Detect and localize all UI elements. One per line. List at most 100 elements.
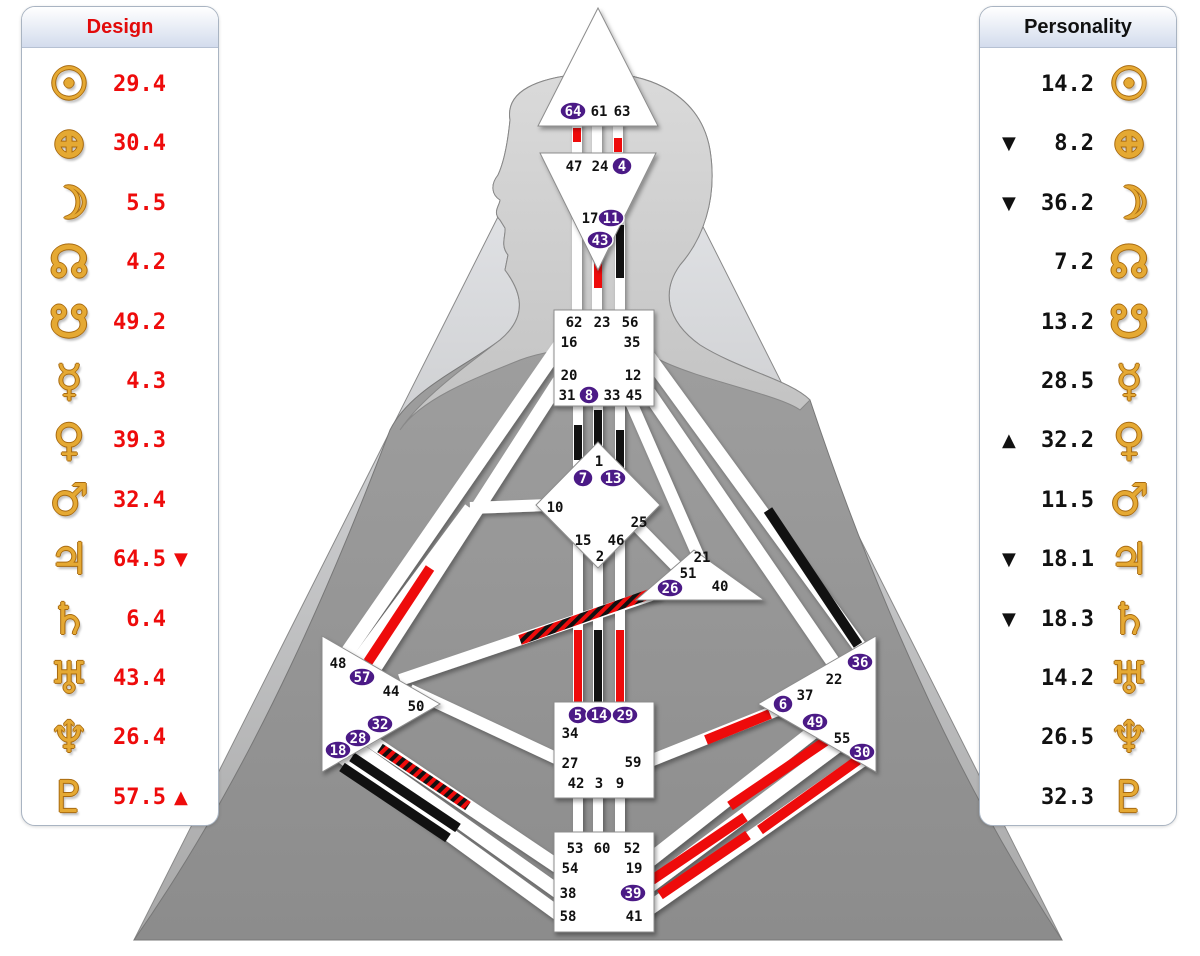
gate-55: 55 bbox=[834, 731, 851, 747]
personality-value: 11.5 bbox=[1041, 487, 1094, 513]
jupiter-icon: ♃ bbox=[1109, 534, 1149, 586]
personality-row: ♇32.3 bbox=[980, 772, 1176, 824]
gate-23-label: 23 bbox=[594, 315, 611, 331]
gate-58-label: 58 bbox=[560, 909, 577, 925]
gate-26-marker bbox=[656, 578, 684, 598]
gate-8: 8 bbox=[578, 385, 600, 405]
personality-value: 36.2 bbox=[1041, 190, 1094, 216]
personality-value: 8.2 bbox=[1054, 131, 1094, 157]
gate-53: 53 bbox=[567, 841, 584, 857]
design-panel: Design ☉29.4⊕30.4☽5.5☊4.2☋49.2☿4.3♀39.3♂… bbox=[21, 6, 219, 826]
personality-value: 7.2 bbox=[1054, 250, 1094, 276]
gate-41-label: 41 bbox=[626, 909, 643, 925]
gate-32-marker bbox=[366, 714, 394, 734]
gate-41: 41 bbox=[626, 909, 643, 925]
gate-54-label: 54 bbox=[562, 861, 579, 877]
personality-value: 14.2 bbox=[1041, 666, 1094, 691]
design-row: ☊4.2 bbox=[22, 237, 218, 289]
personality-value: 26.5 bbox=[1041, 725, 1094, 751]
gate-23: 23 bbox=[594, 315, 611, 331]
south-node-icon: ☋ bbox=[49, 296, 89, 348]
gate-35-label: 35 bbox=[624, 335, 641, 351]
personality-row: ♂11.5 bbox=[980, 475, 1176, 527]
personality-row: ☊7.2 bbox=[980, 237, 1176, 289]
saturn-icon: ♄ bbox=[49, 593, 89, 645]
design-value: 32.4 bbox=[113, 487, 166, 513]
gate-12-label: 12 bbox=[625, 368, 642, 384]
gate-2-label: 2 bbox=[596, 549, 604, 565]
uranus-icon: ♅ bbox=[1109, 653, 1149, 704]
gate-29: 29 bbox=[611, 705, 639, 725]
gate-4-label: 4 bbox=[618, 159, 626, 175]
design-row: ♄6.4 bbox=[22, 594, 218, 646]
gate-9: 9 bbox=[616, 776, 624, 792]
design-row: ☿4.3 bbox=[22, 356, 218, 408]
gate-62-label: 62 bbox=[566, 315, 583, 331]
gate-40: 40 bbox=[712, 579, 729, 595]
design-value: 64.5 bbox=[113, 547, 166, 573]
venus-icon: ♀ bbox=[1112, 415, 1146, 467]
personality-value: 14.2 bbox=[1041, 72, 1094, 97]
personality-row: ♆26.5 bbox=[980, 712, 1176, 764]
gate-34: 34 bbox=[562, 726, 579, 742]
gate-5: 5 bbox=[567, 705, 589, 725]
gate-50-label: 50 bbox=[408, 699, 425, 715]
design-row: ♇57.5▲ bbox=[22, 772, 218, 824]
gate-21-label: 21 bbox=[694, 550, 711, 566]
gate-6-marker bbox=[772, 694, 794, 714]
gate-64-marker bbox=[559, 101, 587, 121]
gate-25-label: 25 bbox=[631, 515, 648, 531]
gate-64: 64 bbox=[559, 101, 587, 121]
design-row: ♂32.4 bbox=[22, 475, 218, 527]
design-row: ☉29.4 bbox=[22, 59, 218, 111]
gate-13: 13 bbox=[599, 468, 627, 488]
gate-10: 10 bbox=[547, 500, 564, 516]
gate-17: 17 bbox=[582, 211, 599, 227]
gate-8-marker bbox=[578, 385, 600, 405]
design-value: 49.2 bbox=[113, 309, 166, 335]
personality-row: ☿28.5 bbox=[980, 356, 1176, 408]
gate-59: 59 bbox=[625, 755, 642, 771]
moon-icon: ☽ bbox=[49, 177, 89, 229]
gate-5-label: 5 bbox=[574, 708, 582, 724]
gate-58: 58 bbox=[560, 909, 577, 925]
direction-arrow-icon: ▼ bbox=[174, 549, 188, 571]
gate-49-marker bbox=[801, 712, 829, 732]
gate-45-label: 45 bbox=[626, 388, 643, 404]
personality-value: 32.2 bbox=[1041, 428, 1094, 454]
gate-62: 62 bbox=[566, 315, 583, 331]
gate-26: 26 bbox=[656, 578, 684, 598]
personality-value: 18.3 bbox=[1041, 606, 1094, 632]
gate-36-marker bbox=[846, 652, 874, 672]
gate-34-label: 34 bbox=[562, 726, 579, 742]
gate-21: 21 bbox=[694, 550, 711, 566]
gate-38: 38 bbox=[560, 886, 577, 902]
gate-10-label: 10 bbox=[547, 500, 564, 516]
gate-51: 51 bbox=[680, 566, 697, 582]
gate-15: 15 bbox=[575, 533, 592, 549]
gate-52: 52 bbox=[624, 841, 641, 857]
personality-panel: Personality ☉14.2⊕8.2▼☽36.2▼☊7.2☋13.2☿28… bbox=[979, 6, 1177, 826]
gate-43-marker bbox=[586, 230, 614, 250]
gate-30-label: 30 bbox=[854, 745, 871, 761]
gate-15-label: 15 bbox=[575, 533, 592, 549]
gate-39: 39 bbox=[619, 883, 647, 903]
gate-52-label: 52 bbox=[624, 841, 641, 857]
design-row: ♃64.5▼ bbox=[22, 534, 218, 586]
design-value: 26.4 bbox=[113, 725, 166, 751]
centers bbox=[321, 6, 877, 933]
design-value: 4.3 bbox=[126, 369, 166, 394]
direction-arrow-icon: ▼ bbox=[1002, 608, 1016, 630]
sun-icon: ☉ bbox=[1109, 59, 1149, 110]
gate-31: 31 bbox=[559, 388, 576, 404]
gate-28-marker bbox=[344, 728, 372, 748]
design-value: 43.4 bbox=[113, 666, 166, 691]
gate-57-marker bbox=[348, 667, 376, 687]
gate-63-label: 63 bbox=[614, 104, 631, 120]
gate-40-label: 40 bbox=[712, 579, 729, 595]
gate-7: 7 bbox=[572, 468, 594, 488]
gate-37: 37 bbox=[797, 688, 814, 704]
